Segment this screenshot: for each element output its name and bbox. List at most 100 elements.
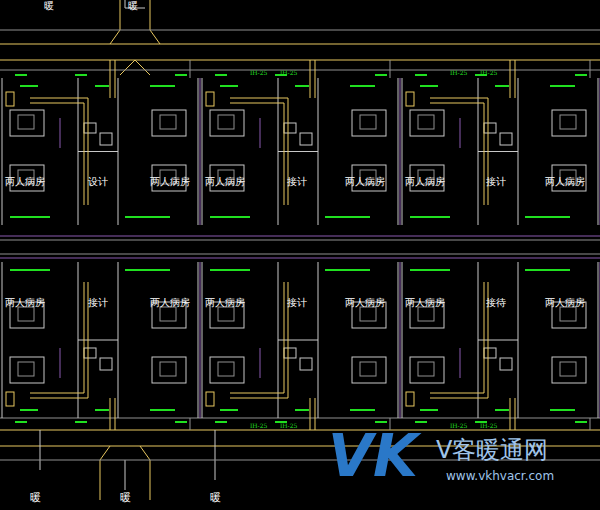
duct-line	[150, 30, 160, 44]
wall-line	[0, 236, 600, 237]
window-mark	[15, 421, 27, 423]
room-name: 两人病房	[405, 297, 445, 308]
duct-line	[30, 98, 88, 99]
wall-line	[202, 78, 203, 225]
wall-line	[400, 78, 401, 225]
duct-line	[30, 398, 88, 399]
window-mark	[125, 269, 170, 271]
duct-line	[288, 98, 289, 205]
duct-line	[284, 282, 285, 393]
wall-line	[0, 240, 600, 241]
bed-symbol	[418, 362, 434, 376]
bed-symbol	[560, 307, 576, 321]
duct-line	[120, 0, 121, 30]
diffuser-symbol	[6, 92, 14, 106]
toilet-symbol	[284, 348, 296, 358]
bed-symbol	[218, 362, 234, 376]
watermark-url: www.vkhvacr.com	[446, 470, 554, 483]
duct-line	[100, 446, 110, 460]
window-mark	[175, 421, 187, 423]
bed-symbol	[218, 307, 234, 321]
window-mark	[575, 421, 587, 423]
wall-line	[60, 348, 61, 378]
duct-line	[230, 103, 284, 104]
equipment-tag: IH-25	[250, 423, 267, 430]
duct-tag: 暖	[210, 492, 221, 504]
bed-symbol	[360, 115, 376, 129]
duct-line	[590, 418, 591, 430]
window-mark	[525, 269, 570, 271]
window-mark	[420, 85, 438, 87]
leader-line	[125, 460, 126, 490]
wall-line	[460, 118, 461, 148]
equipment-tag: IH-25	[480, 70, 497, 77]
duct-line	[84, 282, 85, 393]
duct-line	[84, 103, 85, 205]
bed-symbol	[352, 110, 386, 136]
room-name: 两人病房	[205, 176, 245, 187]
window-mark	[325, 269, 370, 271]
duct-line	[230, 98, 288, 99]
watermark-text: V客暖通网	[436, 437, 548, 463]
bed-symbol	[560, 362, 576, 376]
duct-line	[88, 98, 89, 205]
room-name: 设计	[88, 176, 108, 187]
duct-line	[135, 60, 150, 75]
bed-symbol	[418, 307, 434, 321]
wall-line	[398, 262, 399, 418]
duct-line	[115, 60, 116, 98]
toilet-symbol	[100, 133, 112, 145]
bed-symbol	[160, 362, 176, 376]
equipment-tag: IH-25	[280, 70, 297, 77]
room-name: 两人病房	[545, 176, 585, 187]
bed-symbol	[152, 110, 186, 136]
toilet-symbol	[300, 358, 312, 370]
duct-tag: 暖	[120, 492, 131, 504]
bed-symbol	[218, 115, 234, 129]
window-mark	[420, 409, 438, 411]
toilet-symbol	[500, 358, 512, 370]
toilet-symbol	[484, 348, 496, 358]
window-mark	[175, 74, 187, 76]
toilet-symbol	[500, 133, 512, 145]
room-name: 两人病房	[345, 176, 385, 187]
duct-line	[488, 98, 489, 205]
window-mark	[525, 216, 570, 218]
equipment-tag: IH-25	[450, 423, 467, 430]
bed-symbol	[18, 307, 34, 321]
bed-symbol	[210, 357, 244, 383]
wall-line	[0, 254, 600, 255]
window-mark	[220, 409, 238, 411]
room-name: 接计	[88, 297, 108, 308]
duct-line	[390, 60, 391, 78]
toilet-symbol	[84, 348, 96, 358]
duct-tag: 暖	[128, 0, 138, 11]
toilet-symbol	[284, 123, 296, 133]
bed-symbol	[160, 307, 176, 321]
toilet-symbol	[100, 358, 112, 370]
window-mark	[415, 74, 427, 76]
wall-line	[200, 262, 201, 418]
window-mark	[415, 421, 427, 423]
window-mark	[295, 85, 309, 87]
wall-line	[402, 262, 403, 418]
bed-symbol	[152, 357, 186, 383]
duct-line	[110, 60, 111, 98]
wall-line	[0, 30, 600, 31]
leader-line	[125, 0, 126, 8]
window-mark	[75, 421, 87, 423]
duct-line	[110, 30, 120, 44]
watermark-logo: VK	[328, 425, 418, 489]
bed-symbol	[18, 362, 34, 376]
diffuser-symbol	[6, 392, 14, 406]
duct-line	[310, 60, 311, 98]
window-mark	[295, 409, 309, 411]
duct-line	[430, 103, 484, 104]
equipment-tag: IH-25	[450, 70, 467, 77]
wall-line	[0, 258, 600, 259]
diffuser-symbol	[206, 92, 214, 106]
duct-line	[510, 60, 511, 98]
duct-line	[120, 60, 135, 75]
wall-line	[60, 118, 61, 148]
window-mark	[20, 409, 38, 411]
